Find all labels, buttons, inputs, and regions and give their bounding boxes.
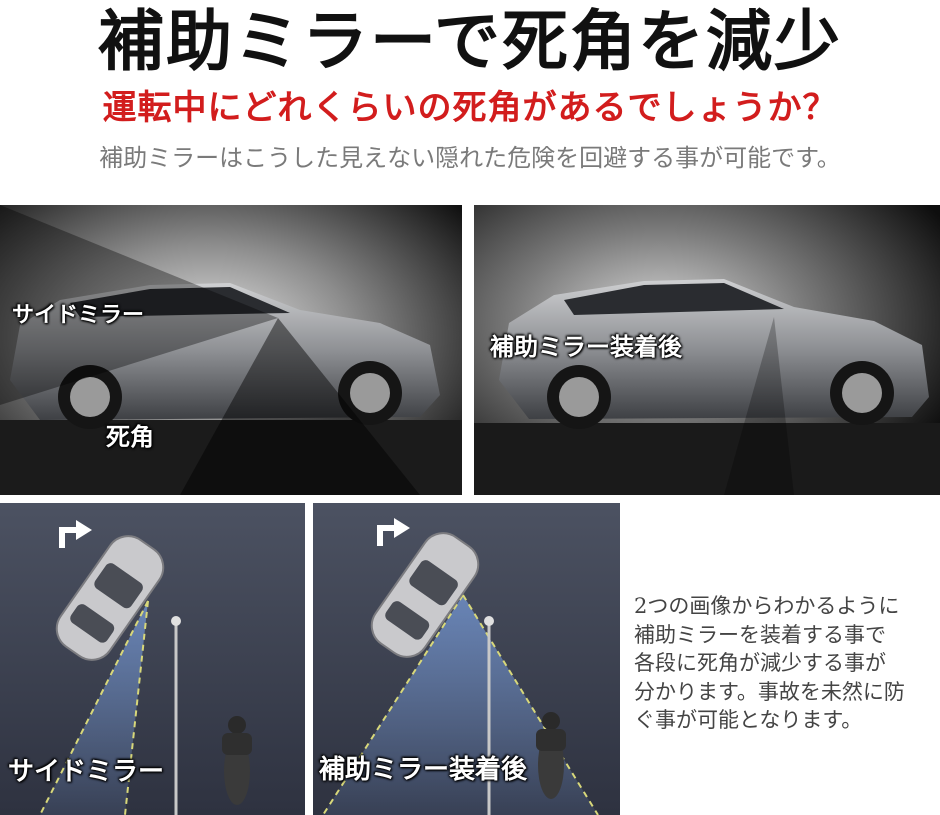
description-line: 各段に死角が減少する事が (634, 651, 886, 675)
overhead-side-mirror-label: サイドミラー (8, 757, 165, 787)
side-mirror-label: サイドミラー (12, 303, 145, 328)
page-caption: 補助ミラーはこうした見えない隠れた危険を回避する事が可能です。 (99, 144, 841, 172)
car-side-illustration (0, 205, 462, 495)
panel-overhead-side-mirror: サイドミラー (0, 503, 305, 815)
turn-right-arrow-icon (59, 520, 92, 548)
description-line: 分かります。事故を未然に防 (634, 679, 905, 704)
overhead-after-mirror-label: 補助ミラー装着後 (319, 755, 528, 785)
overhead-road-illustration (0, 503, 305, 815)
blind-spot-label: 死角 (106, 423, 154, 451)
panel-after-mirror-car: 補助ミラー装着後 (474, 205, 940, 495)
panel-side-mirror-car: サイドミラー 死角 (0, 205, 462, 495)
description-text: 2つの画像からわかるように 補助ミラーを装着する事で 各段に死角が減少する事が … (634, 592, 934, 735)
after-mirror-label: 補助ミラー装着後 (490, 333, 682, 361)
page-subtitle: 運転中にどれくらいの死角があるでしょうか？ (102, 88, 838, 128)
description-line: ぐ事が可能となります。 (634, 708, 863, 732)
turn-right-arrow-icon (377, 518, 410, 546)
page-title: 補助ミラーで死角を減少 (97, 3, 843, 80)
description-line: 補助ミラーを装着する事で (634, 622, 886, 647)
overhead-road-after-illustration (313, 503, 620, 815)
description-line: 2つの画像からわかるように (634, 594, 900, 618)
car-side-after-illustration (474, 205, 940, 495)
panel-overhead-after-mirror: 補助ミラー装着後 (313, 503, 620, 815)
